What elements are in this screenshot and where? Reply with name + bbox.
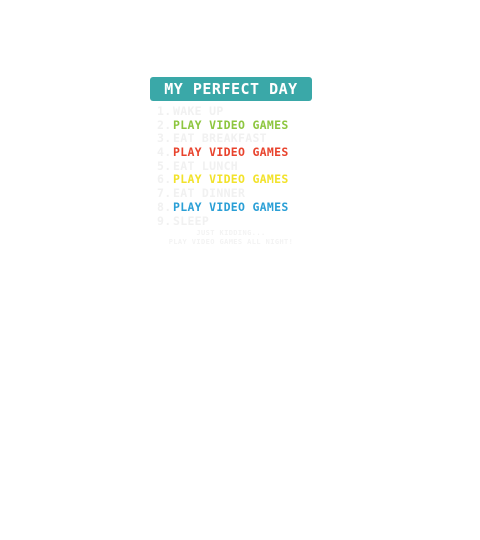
item-number: 7. xyxy=(157,186,172,201)
item-number: 6. xyxy=(157,172,172,187)
item-text: PLAY VIDEO GAMES xyxy=(173,172,289,187)
banner-title: MY PERFECT DAY xyxy=(150,77,312,101)
item-number: 2. xyxy=(157,117,172,132)
item-text: EAT BREAKFAST xyxy=(173,131,267,146)
footer-joke: JUST KIDDING... PLAY VIDEO GAMES ALL NIG… xyxy=(150,229,312,247)
item-text: PLAY VIDEO GAMES xyxy=(173,145,289,160)
item-number: 9. xyxy=(157,213,172,228)
item-text: EAT DINNER xyxy=(173,186,246,201)
perfect-day-graphic: MY PERFECT DAY 1.WAKE UP 2.PLAY VIDEO GA… xyxy=(150,77,312,247)
item-number: 4. xyxy=(157,145,172,160)
list-item: 7.EAT DINNER xyxy=(157,186,312,201)
item-text: WAKE UP xyxy=(173,104,224,118)
item-text: EAT LUNCH xyxy=(173,158,239,173)
list-item: 8.PLAY VIDEO GAMES xyxy=(157,199,312,215)
item-text: SLEEP xyxy=(173,213,210,228)
item-number: 3. xyxy=(157,131,172,146)
footer-line-1: JUST KIDDING... xyxy=(196,229,266,238)
footer-line-2: PLAY VIDEO GAMES ALL NIGHT! xyxy=(168,238,294,247)
list-item: 6.PLAY VIDEO GAMES xyxy=(157,173,312,187)
item-text: PLAY VIDEO GAMES xyxy=(173,117,289,132)
list-item: 4.PLAY VIDEO GAMES xyxy=(157,145,312,160)
list-item: 2.PLAY VIDEO GAMES xyxy=(157,117,312,133)
list-item: 3.EAT BREAKFAST xyxy=(157,132,312,146)
list-item: 1.WAKE UP xyxy=(157,104,312,119)
item-text: PLAY VIDEO GAMES xyxy=(173,199,289,214)
item-number: 5. xyxy=(157,158,172,173)
item-number: 8. xyxy=(157,199,172,214)
item-number: 1. xyxy=(157,104,172,118)
list-item: 9.SLEEP xyxy=(157,213,312,229)
list-item: 5.EAT LUNCH xyxy=(157,158,312,174)
schedule-list: 1.WAKE UP 2.PLAY VIDEO GAMES 3.EAT BREAK… xyxy=(157,104,312,229)
